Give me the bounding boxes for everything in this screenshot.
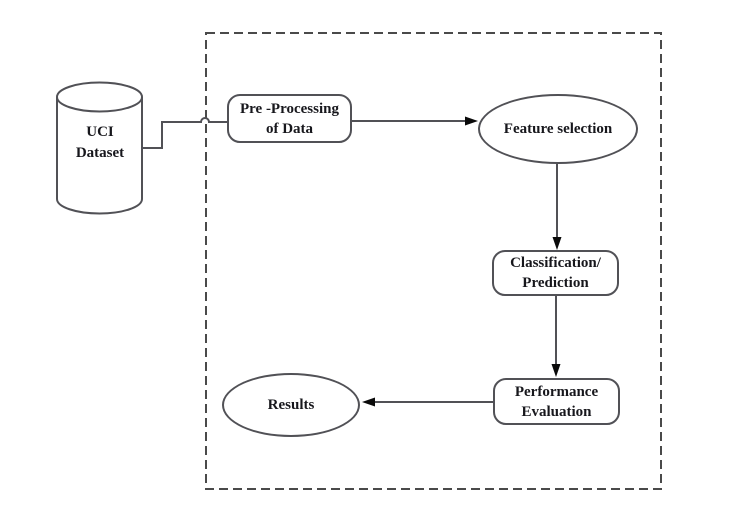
connector-feature-selection-to-classification (552, 164, 562, 250)
node-label: Dataset (75, 145, 125, 161)
node-preprocessing: Pre -Processing of Data (227, 94, 352, 143)
node-label: UCI (86, 124, 114, 140)
node-results: Results (222, 373, 360, 437)
database-cylinder-shape (56, 81, 143, 215)
node-label: Feature selection (503, 121, 613, 137)
system-boundary (205, 32, 662, 490)
connector-dataset-to-preprocessing (142, 117, 227, 149)
node-label: Evaluation (521, 403, 592, 420)
arrowhead-right-icon (465, 116, 478, 126)
node-label: Results (267, 397, 315, 413)
node-performance-evaluation: Performance Evaluation (493, 378, 620, 425)
arrowhead-down-icon (551, 364, 561, 377)
node-label: Pre -Processing (239, 100, 339, 117)
node-label: Performance (514, 383, 599, 400)
node-label: of Data (265, 120, 314, 137)
node-label: Classification/ (510, 255, 601, 271)
arrowhead-down-icon (552, 237, 562, 250)
node-feature-selection: Feature selection (478, 94, 638, 164)
node-classification-prediction: Classification/ Prediction (492, 250, 619, 296)
connector-performance-to-results (362, 397, 493, 407)
node-uci-dataset: UCI Dataset (57, 122, 143, 164)
connector-preprocessing-to-feature-selection (352, 116, 478, 126)
connector-classification-to-performance (551, 296, 561, 377)
node-label: Prediction (522, 275, 589, 291)
arrowhead-left-icon (362, 397, 375, 407)
